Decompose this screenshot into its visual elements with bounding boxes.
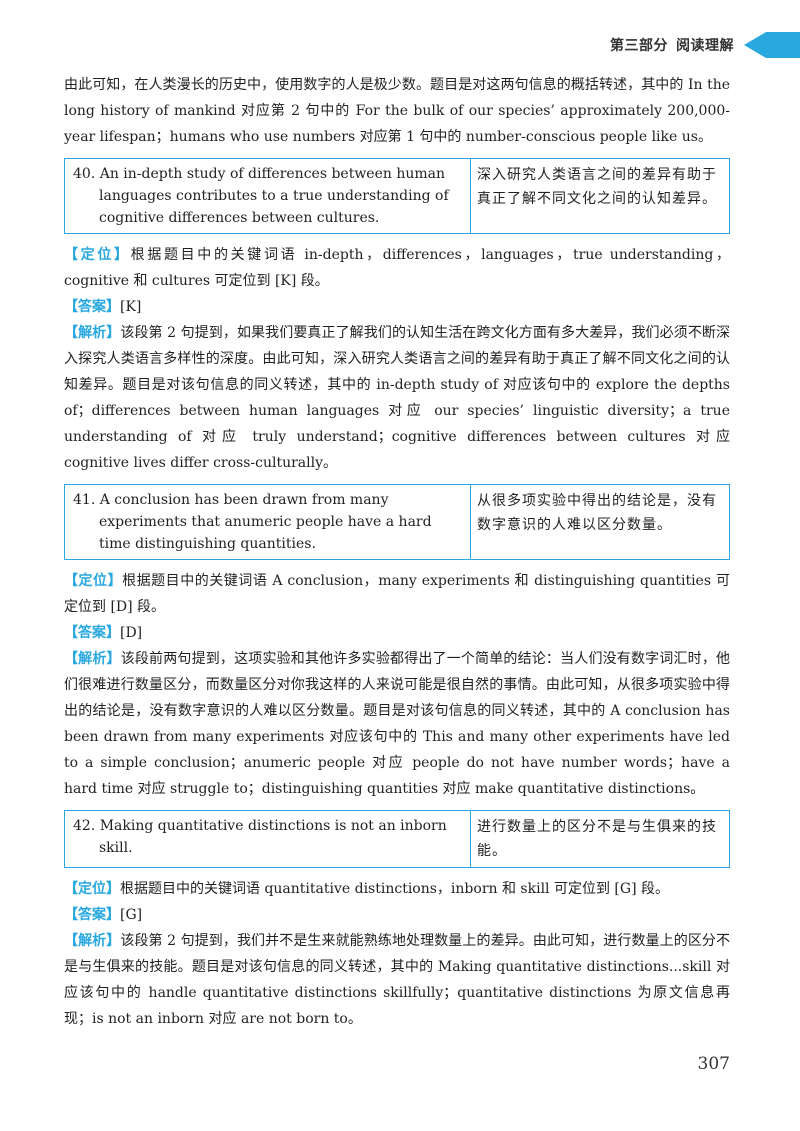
answer-paragraph: 【答案】[D] bbox=[64, 620, 730, 646]
question-box-40: 40. An in-depth study of differences bet… bbox=[64, 158, 730, 234]
answer-text: [D] bbox=[120, 625, 143, 641]
page-number: 307 bbox=[697, 1054, 730, 1074]
analysis-text: 该段第 2 句提到，如果我们要真正了解我们的认知生活在跨文化方面有多大差异，我们… bbox=[64, 325, 730, 471]
answer-tag: 【答案】 bbox=[64, 907, 120, 923]
analysis-paragraph: 【解析】该段第 2 句提到，我们并不是生来就能熟练地处理数量上的差异。由此可知，… bbox=[64, 928, 730, 1032]
question-english: 41. A conclusion has been drawn from man… bbox=[65, 485, 471, 559]
question-english: 40. An in-depth study of differences bet… bbox=[65, 159, 471, 233]
analysis-tag: 【解析】 bbox=[64, 933, 121, 949]
page-header: 第三部分阅读理解 bbox=[610, 32, 800, 58]
answer-text: [G] bbox=[120, 907, 143, 923]
analysis-text: 该段前两句提到，这项实验和其他许多实验都得出了一个简单的结论：当人们没有数字词汇… bbox=[64, 651, 731, 797]
header-accent-bar bbox=[766, 32, 800, 58]
question-box-42: 42. Making quantitative distinctions is … bbox=[64, 810, 730, 868]
question-box-41: 41. A conclusion has been drawn from man… bbox=[64, 484, 730, 560]
answer-text: [K] bbox=[120, 299, 142, 315]
locate-text: 根据题目中的关键词语 quantitative distinctions，inb… bbox=[120, 881, 669, 897]
section-title: 第三部分阅读理解 bbox=[610, 35, 734, 55]
analysis-paragraph: 【解析】该段前两句提到，这项实验和其他许多实验都得出了一个简单的结论：当人们没有… bbox=[64, 646, 730, 802]
analysis-tag: 【解析】 bbox=[64, 651, 121, 667]
locate-tag: 【定位】 bbox=[64, 247, 131, 263]
analysis-text: 该段第 2 句提到，我们并不是生来就能熟练地处理数量上的差异。由此可知，进行数量… bbox=[64, 933, 730, 1027]
answer-tag: 【答案】 bbox=[64, 299, 120, 315]
locate-paragraph: 【定位】根据题目中的关键词语 A conclusion，many experim… bbox=[64, 568, 730, 620]
answer-paragraph: 【答案】[K] bbox=[64, 294, 730, 320]
question-chinese: 进行数量上的区分不是与生俱来的技能。 bbox=[477, 819, 717, 859]
question-english: 42. Making quantitative distinctions is … bbox=[65, 811, 471, 867]
answer-tag: 【答案】 bbox=[64, 625, 120, 641]
page-content: 由此可知，在人类漫长的历史中，使用数字的人是极少数。题目是对这两句信息的概括转述… bbox=[64, 72, 730, 1032]
question-chinese: 深入研究人类语言之间的差异有助于真正了解不同文化之间的认知差异。 bbox=[477, 167, 717, 207]
locate-tag: 【定位】 bbox=[64, 573, 123, 589]
triangle-arrow-icon bbox=[744, 32, 766, 58]
locate-paragraph: 【定位】根据题目中的关键词语 in-depth，differences，lang… bbox=[64, 242, 730, 294]
locate-tag: 【定位】 bbox=[64, 881, 120, 897]
locate-paragraph: 【定位】根据题目中的关键词语 quantitative distinctions… bbox=[64, 876, 730, 902]
section-label: 阅读理解 bbox=[676, 38, 734, 54]
part-label: 第三部分 bbox=[610, 38, 668, 54]
intro-paragraph: 由此可知，在人类漫长的历史中，使用数字的人是极少数。题目是对这两句信息的概括转述… bbox=[64, 77, 730, 145]
analysis-paragraph: 【解析】该段第 2 句提到，如果我们要真正了解我们的认知生活在跨文化方面有多大差… bbox=[64, 320, 730, 476]
answer-paragraph: 【答案】[G] bbox=[64, 902, 730, 928]
analysis-tag: 【解析】 bbox=[64, 325, 121, 341]
locate-text: 根据题目中的关键词语 A conclusion，many experiments… bbox=[64, 573, 731, 615]
question-chinese: 从很多项实验中得出的结论是，没有数字意识的人难以区分数量。 bbox=[477, 493, 717, 533]
locate-text: 根据题目中的关键词语 in-depth，differences，language… bbox=[64, 247, 731, 289]
